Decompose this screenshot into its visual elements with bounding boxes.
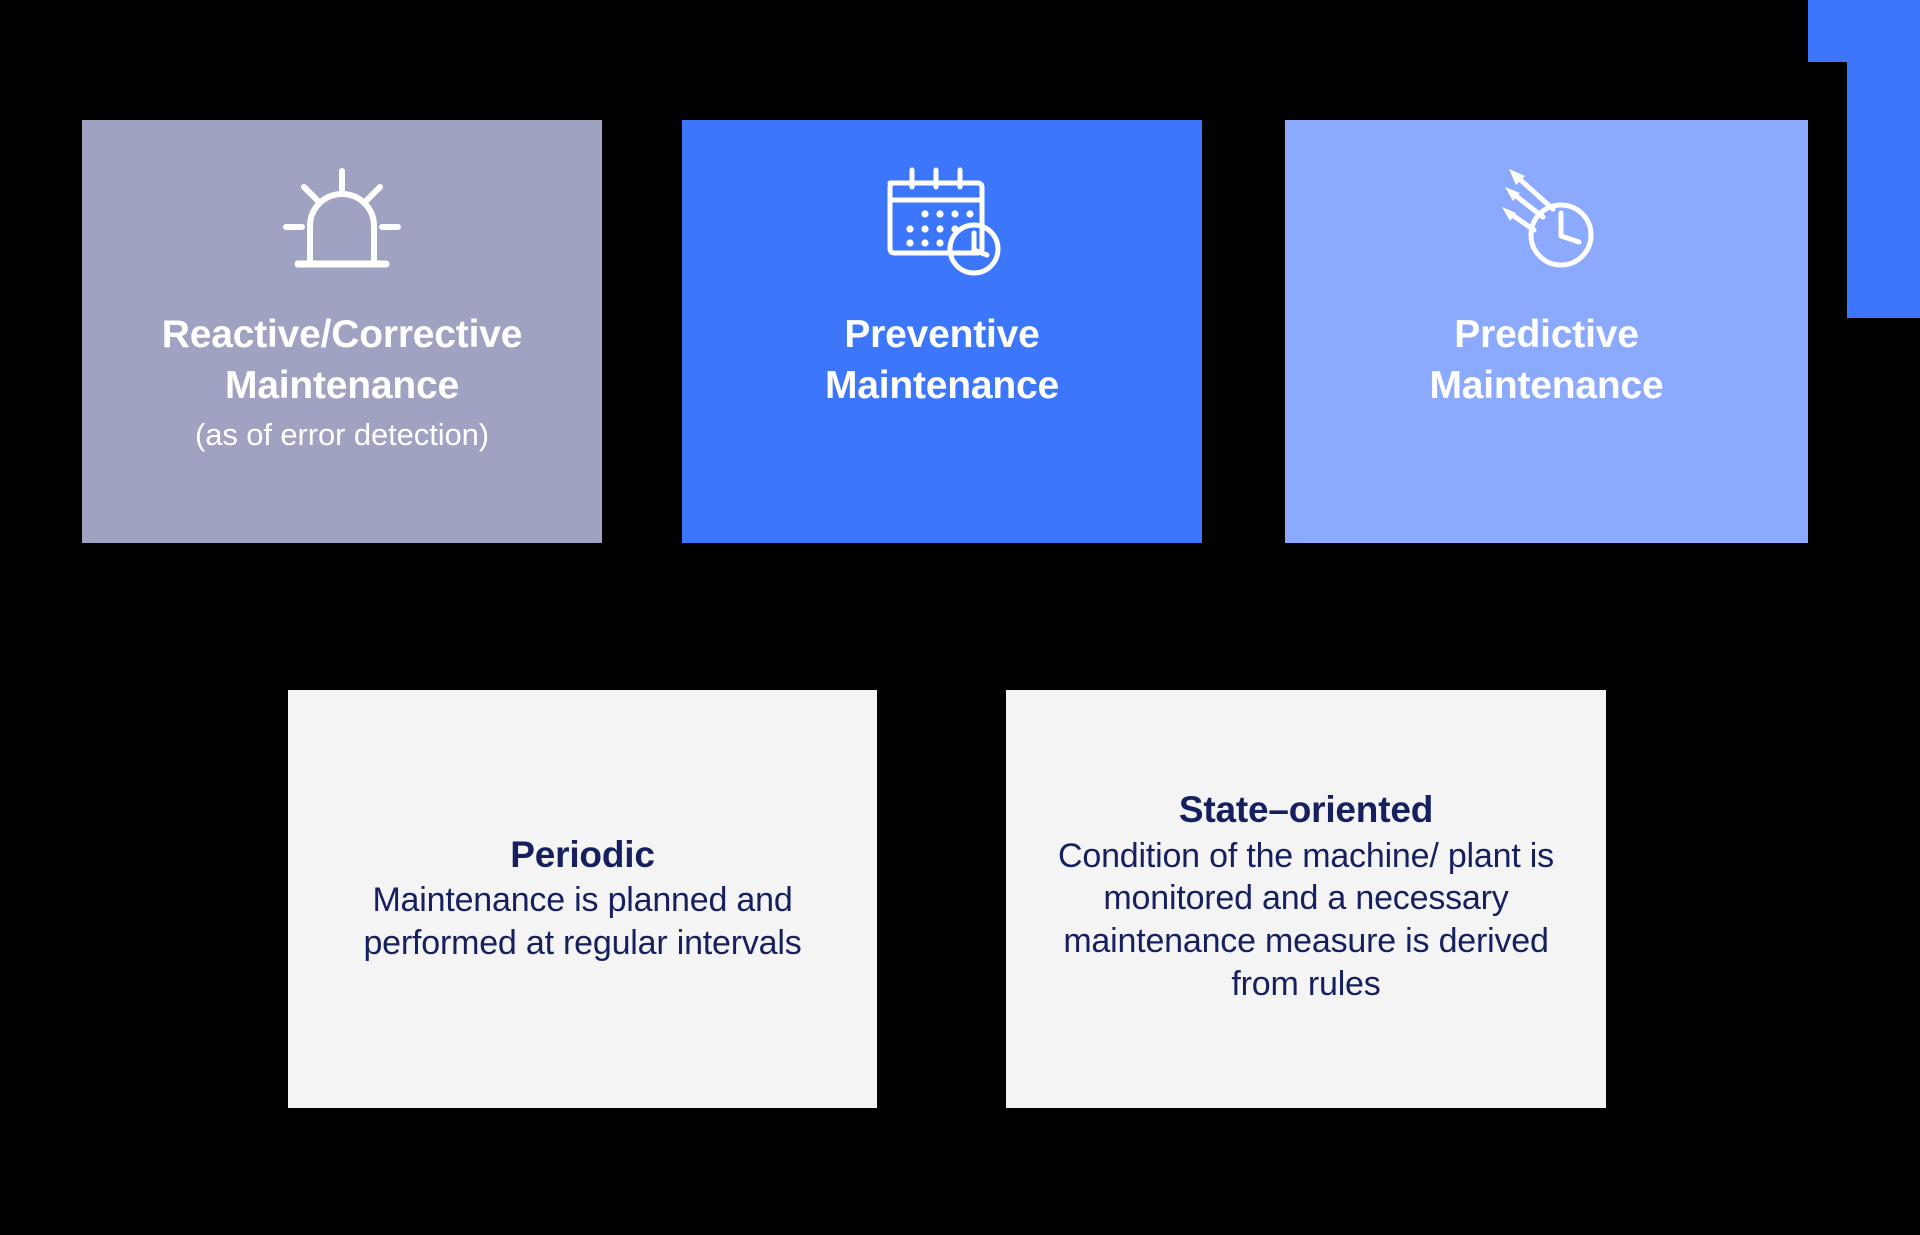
card-title-line-1: Predictive — [1454, 313, 1639, 356]
maintenance-detail-row: Periodic Maintenance is planned and perf… — [288, 690, 1606, 1108]
card-preventive[interactable]: Preventive Maintenance — [682, 120, 1202, 543]
panel-title: State–oriented — [1178, 789, 1434, 831]
maintenance-category-row: Reactive/Corrective Maintenance (as of e… — [82, 120, 1808, 543]
card-reactive-corrective[interactable]: Reactive/Corrective Maintenance (as of e… — [82, 120, 602, 543]
card-title-line-2: Maintenance — [824, 364, 1060, 408]
panel-periodic[interactable]: Periodic Maintenance is planned and perf… — [288, 690, 877, 1108]
card-title-line-2: Maintenance — [224, 364, 460, 408]
corner-accent — [1808, 0, 1920, 320]
card-title-line-2: Maintenance — [1429, 364, 1664, 408]
card-subtitle: (as of error detection) — [194, 417, 490, 453]
card-title-line-1: Reactive/Corrective — [161, 313, 523, 356]
panel-state-oriented[interactable]: State–oriented Condition of the machine/… — [1006, 690, 1606, 1108]
card-predictive-text: Predictive Maintenance — [1285, 309, 1808, 411]
corner-accent-top-block — [1808, 0, 1920, 62]
calendar-clock-icon — [882, 158, 1002, 283]
siren-alarm-icon — [282, 158, 402, 283]
panel-body: Maintenance is planned and performed at … — [363, 881, 802, 963]
card-preventive-text: Preventive Maintenance — [682, 309, 1202, 411]
panel-body: Condition of the machine/ plant is monit… — [1058, 836, 1554, 1004]
clock-arrows-icon — [1487, 158, 1607, 283]
card-reactive-text: Reactive/Corrective Maintenance (as of e… — [82, 309, 602, 455]
panel-title: Periodic — [510, 833, 655, 875]
corner-accent-column — [1847, 0, 1920, 318]
card-predictive[interactable]: Predictive Maintenance — [1285, 120, 1808, 543]
card-title-line-1: Preventive — [844, 313, 1040, 356]
